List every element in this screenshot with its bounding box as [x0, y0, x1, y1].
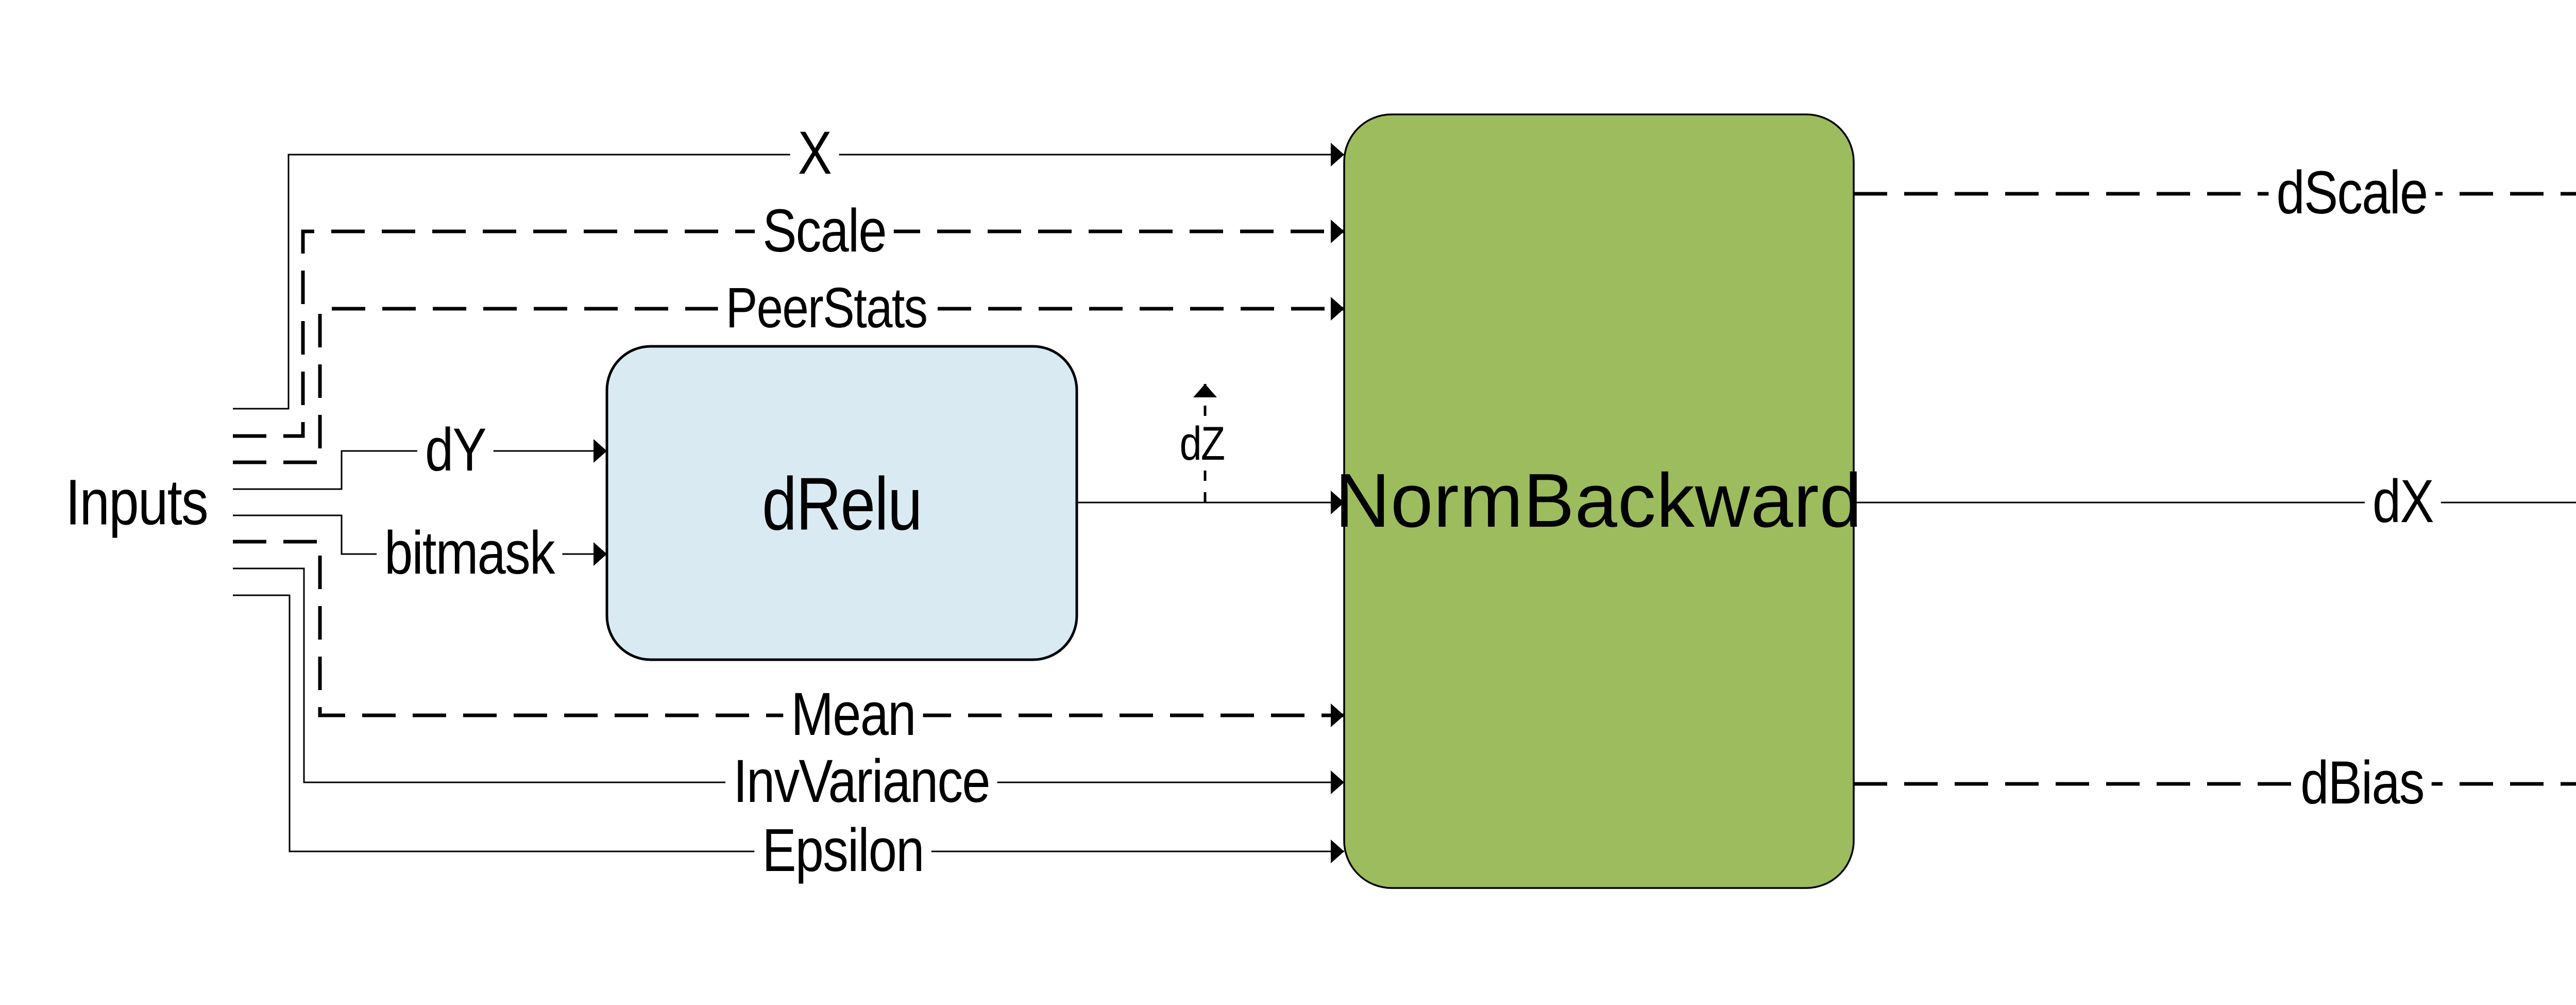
edge-label-invvariance: InvVariance [725, 751, 997, 812]
edge-peerstats [233, 297, 1344, 464]
normbackward-node [1343, 113, 1855, 889]
edge-label-mean: Mean [783, 684, 923, 745]
edge-label-dz: dZ [1175, 420, 1229, 467]
edge-label-dbias: dBias [2293, 752, 2432, 813]
inputs-label: Inputs [65, 466, 209, 539]
edge-label-peerstats: PeerStats [718, 280, 935, 337]
edge-label-dx: dX [2364, 471, 2442, 532]
edge-label-dscale: dScale [2268, 162, 2435, 223]
normbackward-node-label: NormBackward [1335, 458, 1862, 543]
edge-scale [233, 220, 1344, 438]
edge-label-epsilon: Epsilon [754, 820, 931, 881]
edge-label-x: X [790, 123, 839, 183]
edge-label-scale: Scale [755, 200, 894, 261]
edge-label-dy: dY [417, 420, 494, 480]
edge-label-bitmask: bitmask [377, 523, 562, 583]
drelu-node-label: dRelu [762, 462, 923, 546]
